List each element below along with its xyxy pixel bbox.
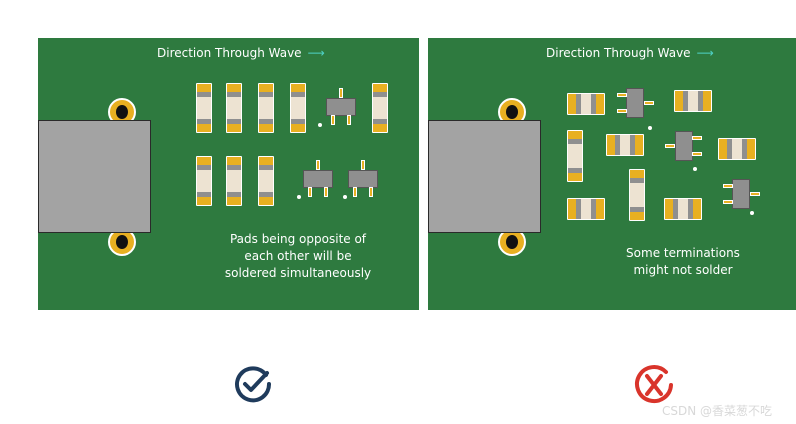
caption-line: might not solder bbox=[633, 263, 733, 277]
polarity-dot bbox=[318, 123, 322, 127]
connector-block bbox=[38, 120, 151, 233]
chip-component bbox=[226, 156, 242, 206]
good-caption: Pads being opposite of each other will b… bbox=[223, 231, 373, 282]
chip-component bbox=[196, 156, 212, 206]
chip-component bbox=[290, 83, 306, 133]
wave-direction-text: Direction Through Wave bbox=[546, 46, 691, 60]
chip-component bbox=[258, 83, 274, 133]
watermark: CSDN @香菜葱不吃 bbox=[662, 404, 773, 418]
chip-component bbox=[258, 156, 274, 206]
sot-transistor bbox=[326, 86, 356, 125]
sot-transistor bbox=[617, 88, 656, 118]
polarity-dot bbox=[648, 126, 652, 130]
chip-component bbox=[226, 83, 242, 133]
wave-direction-label: Direction Through Wave ⟶ bbox=[157, 46, 325, 60]
chip-component bbox=[629, 169, 645, 221]
connector-block bbox=[428, 120, 541, 233]
caption-line: Pads being opposite of bbox=[229, 232, 367, 246]
chip-component bbox=[196, 83, 212, 133]
bad-caption: Some terminations might not solder bbox=[613, 245, 753, 279]
wave-direction-text: Direction Through Wave bbox=[157, 46, 302, 60]
polarity-dot bbox=[297, 195, 301, 199]
bad-orientation-panel: Direction Through Wave ⟶ Some terminatio… bbox=[428, 38, 796, 310]
good-orientation-panel: Direction Through Wave ⟶ Pads being oppo… bbox=[38, 38, 419, 310]
chip-component bbox=[567, 130, 583, 182]
arrow-right-icon: ⟶ bbox=[307, 46, 325, 60]
sot-transistor bbox=[303, 158, 333, 197]
chip-component bbox=[372, 83, 388, 133]
chip-component bbox=[567, 93, 605, 115]
chip-component bbox=[664, 198, 702, 220]
chip-component bbox=[606, 134, 644, 156]
polarity-dot bbox=[750, 211, 754, 215]
chip-component bbox=[674, 90, 712, 112]
wave-direction-label: Direction Through Wave ⟶ bbox=[546, 46, 714, 60]
arrow-right-icon: ⟶ bbox=[696, 46, 714, 60]
check-circle-icon bbox=[235, 366, 272, 403]
caption-line: each other will be bbox=[244, 249, 352, 263]
polarity-dot bbox=[693, 167, 697, 171]
sot-transistor bbox=[348, 158, 378, 197]
sot-transistor bbox=[663, 131, 702, 161]
caption-line: soldered simultaneously bbox=[224, 266, 372, 280]
sot-transistor bbox=[723, 179, 762, 209]
x-circle-icon bbox=[635, 365, 673, 403]
chip-component bbox=[567, 198, 605, 220]
chip-component bbox=[718, 138, 756, 160]
caption-line: Some terminations bbox=[626, 246, 740, 260]
polarity-dot bbox=[343, 195, 347, 199]
